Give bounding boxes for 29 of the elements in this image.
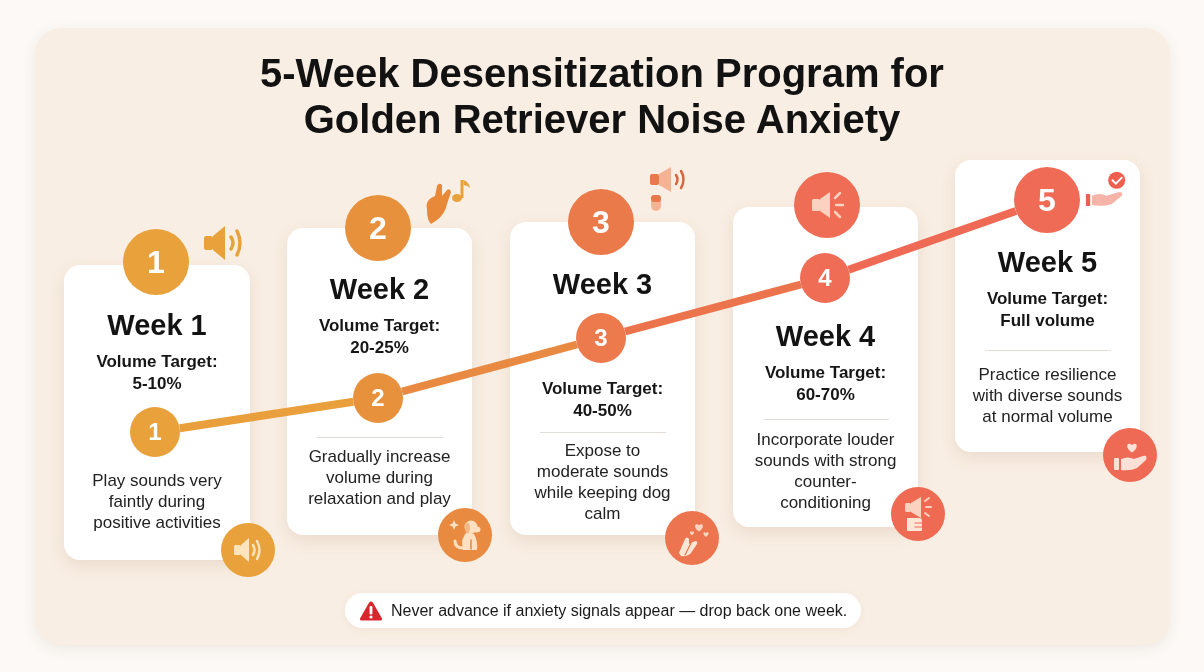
timeline-marker: 2	[353, 373, 403, 423]
week-card	[955, 160, 1140, 452]
timeline-line	[847, 207, 1018, 274]
timeline-marker: 3	[576, 313, 626, 363]
week-card	[733, 207, 918, 527]
timeline-line	[401, 340, 578, 396]
week-heading: Week 5	[996, 245, 1099, 279]
timeline-marker: 5	[1014, 167, 1080, 233]
week-description: Play sounds very faintly during positive activities	[91, 470, 223, 533]
timeline-line	[179, 397, 354, 433]
week-description: Incorporate louder sounds with strong counter-conditioning	[753, 429, 898, 513]
volume-target: Volume Target: 20-25%	[317, 315, 442, 359]
volume-target: Volume Target: 40-50%	[540, 378, 665, 422]
timeline-marker: 1	[130, 407, 180, 457]
week-description: Gradually increase volume during relaxation and play	[307, 446, 452, 509]
title: 5-Week Desensitization Program for Golden Retriever Noise Anxiety	[259, 50, 945, 142]
week-heading: Week 1	[106, 308, 208, 342]
volume-target: Volume Target: 60-70%	[763, 362, 888, 406]
volume-target: Volume Target: Full volume	[985, 288, 1110, 332]
week-heading: Week 4	[774, 319, 877, 353]
week-description: Practice resilience with diverse sounds at normal volume	[971, 364, 1124, 427]
timeline-line	[624, 280, 802, 336]
week-heading: Week 2	[328, 272, 431, 306]
warning-banner	[345, 593, 862, 628]
volume-target: Volume Target: 5-10%	[95, 351, 219, 395]
warning-text: Never advance if anxiety signals appear — drop back one week.	[391, 600, 848, 621]
week-description: Expose to moderate sounds while keeping dog calm	[533, 440, 672, 524]
week-heading: Week 3	[551, 267, 654, 301]
timeline-marker: 4	[800, 253, 850, 303]
